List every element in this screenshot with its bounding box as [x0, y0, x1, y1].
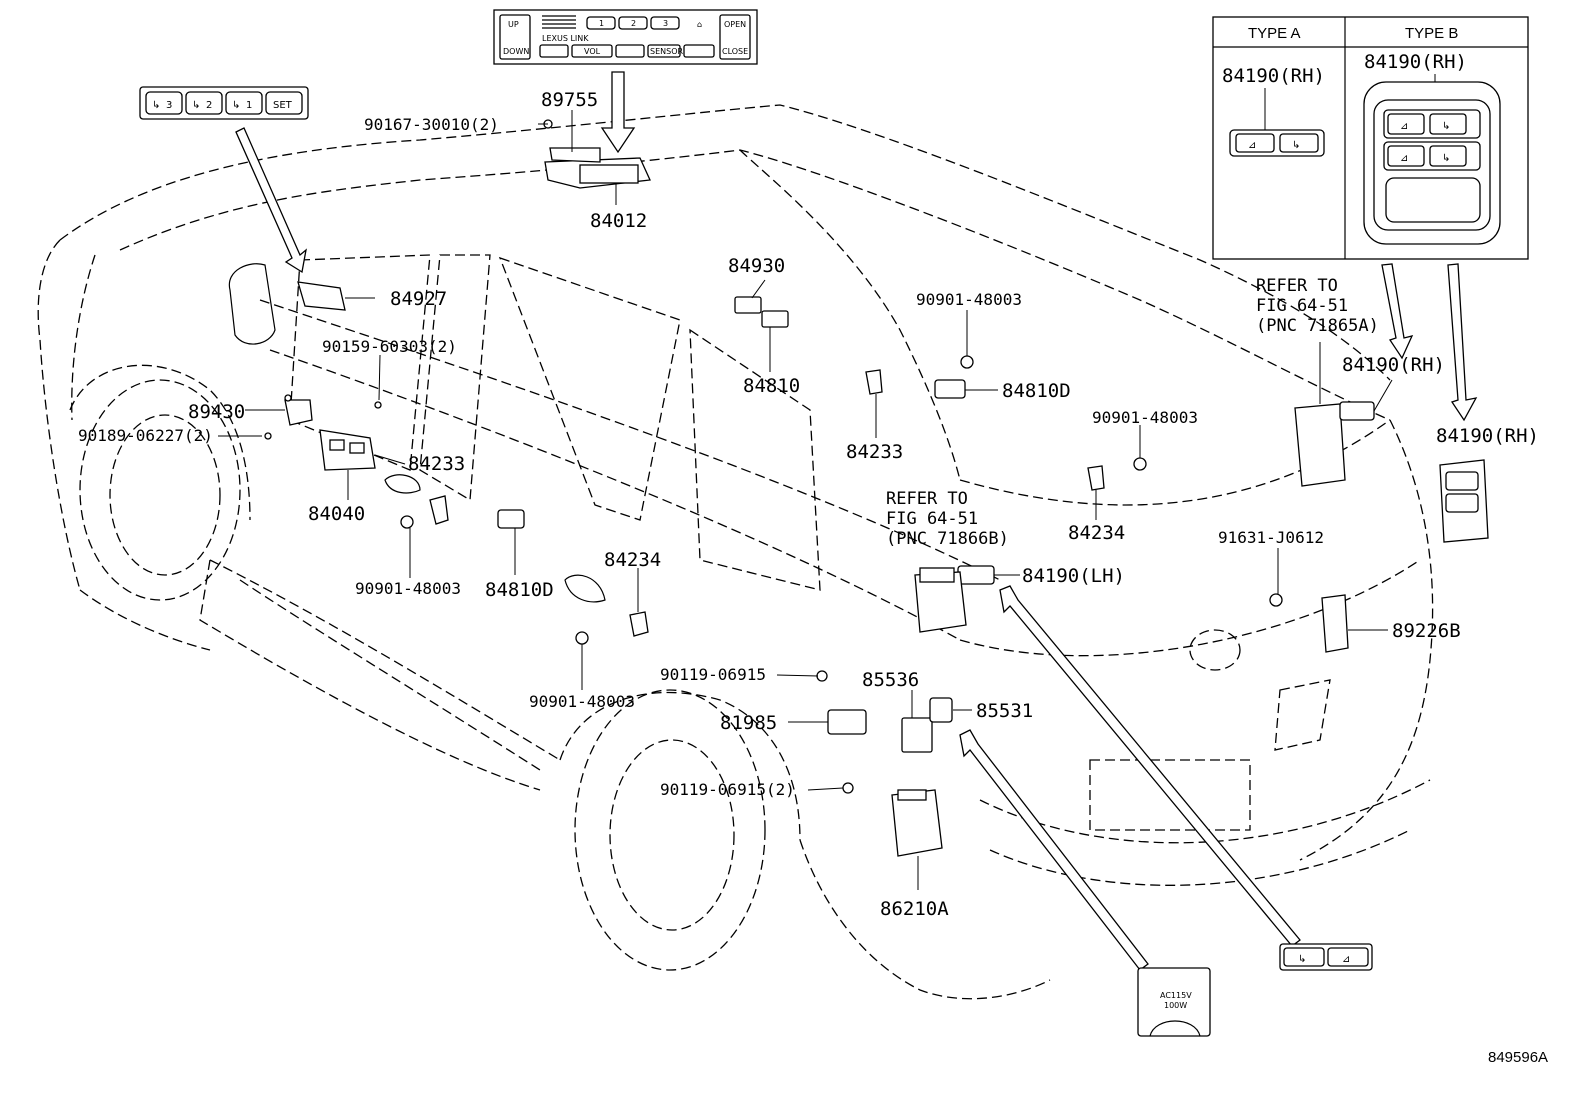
seat-icon: ↳ — [232, 100, 240, 111]
refer-note-a-line2: FIG 64-51 — [1256, 296, 1348, 316]
close-label: CLOSE — [722, 47, 748, 56]
label-90901-48003-a: 90901-48003 — [355, 579, 461, 598]
label-84930: 84930 — [728, 255, 785, 277]
type-a-part: 84190(RH) — [1222, 65, 1325, 87]
memory-seat-switch-panel: 3 2 1 SET ↳ ↳ ↳ — [139, 86, 309, 274]
part-84927-shape — [297, 281, 346, 311]
label-84233-right: 84233 — [846, 441, 903, 463]
label-84927: 84927 — [390, 288, 447, 310]
label-84190-RH-b: 84190(RH) — [1436, 425, 1539, 447]
label-90189-06227: 90189-06227(2) — [78, 426, 213, 445]
seat-heater-icon: ⊿ — [1342, 954, 1350, 965]
seat-heater-icon: ⊿ — [1400, 121, 1408, 132]
power-outlet-panel: AC115V 100W — [1137, 967, 1211, 1037]
label-84190-LH: 84190(LH) — [1022, 565, 1125, 587]
memory-button-set: SET — [273, 100, 293, 111]
vol-label: VOL — [584, 47, 601, 56]
pointer-arrows — [959, 263, 1478, 971]
label-81985: 81985 — [720, 712, 777, 734]
label-86210A: 86210A — [880, 898, 949, 920]
label-84233-left: 84233 — [408, 453, 465, 475]
label-89226B: 89226B — [1392, 620, 1461, 642]
refer-notes: REFER TO FIG 64-51 (PNC 71866B) REFER TO… — [886, 276, 1379, 549]
pointer-arrow — [600, 71, 636, 154]
type-b-heading: TYPE B — [1405, 25, 1458, 42]
label-84810D-left: 84810D — [485, 579, 554, 601]
part-labels: 89755 90167-30010(2) 84012 84927 84930 8… — [78, 89, 1539, 920]
label-84234-right: 84234 — [1068, 522, 1125, 544]
refer-note-a-line3: (PNC 71865A) — [1256, 316, 1379, 336]
label-90159-60303: 90159-60303(2) — [322, 337, 457, 356]
label-90167-30010: 90167-30010(2) — [364, 115, 499, 134]
brand-label: LEXUS LINK — [542, 34, 589, 43]
label-84234-left: 84234 — [604, 549, 661, 571]
open-label: OPEN — [724, 20, 746, 29]
preset-3: 3 — [663, 19, 668, 28]
label-85536: 85536 — [862, 669, 919, 691]
label-90119-06915: 90119-06915 — [660, 665, 766, 684]
seat-heater-icon: ⊿ — [1248, 140, 1256, 151]
label-90119-06915-2: 90119-06915(2) — [660, 780, 795, 799]
memory-button-1: 1 — [246, 100, 252, 111]
type-b-part: 84190(RH) — [1364, 51, 1467, 73]
seat-heater-icon: ⊿ — [1400, 153, 1408, 164]
label-84040: 84040 — [308, 503, 365, 525]
seat-icon: ↳ — [192, 100, 200, 111]
type-a-heading: TYPE A — [1248, 25, 1301, 42]
outlet-voltage: AC115V — [1160, 991, 1192, 1000]
refer-note-b-line1: REFER TO — [886, 489, 968, 509]
label-84012: 84012 — [590, 210, 647, 232]
down-label: DOWN — [503, 47, 529, 56]
label-91631-J0612: 91631-J0612 — [1218, 528, 1324, 547]
overhead-console-panel: UP DOWN OPEN CLOSE 1 2 3 LEXUS LINK VOL … — [493, 9, 758, 154]
label-90901-48003-d: 90901-48003 — [1092, 408, 1198, 427]
refer-note-b-line2: FIG 64-51 — [886, 509, 978, 529]
sensor-label: SENSOR — [650, 47, 683, 56]
preset-1: 1 — [599, 19, 604, 28]
label-90901-48003-b: 90901-48003 — [529, 692, 635, 711]
seat-icon: ↳ — [152, 100, 160, 111]
label-84190-RH-a: 84190(RH) — [1342, 354, 1445, 376]
preset-2: 2 — [631, 19, 636, 28]
label-84810: 84810 — [743, 375, 800, 397]
seat-icon: ↳ — [1442, 121, 1450, 132]
refer-note-a-line1: REFER TO — [1256, 276, 1338, 296]
label-89755: 89755 — [541, 89, 598, 111]
bottom-seat-switch-panel: ↳ ⊿ — [1279, 943, 1373, 971]
parts — [264, 119, 1489, 857]
home-icon: ⌂ — [697, 20, 702, 29]
drawing-id: 849596A — [1488, 1049, 1548, 1066]
seat-icon: ↳ — [1298, 954, 1306, 965]
memory-button-2: 2 — [206, 100, 212, 111]
seat-icon: ↳ — [1292, 140, 1300, 151]
part-84040-shape — [319, 429, 376, 471]
label-90901-48003-c: 90901-48003 — [916, 290, 1022, 309]
refer-note-b-line3: (PNC 71866B) — [886, 529, 1009, 549]
type-variant-box: TYPE A TYPE B 84190(RH) 84190(RH) ⊿ ↳ ⊿ … — [1212, 16, 1529, 260]
memory-button-3: 3 — [166, 100, 172, 111]
label-84810D-right: 84810D — [1002, 380, 1071, 402]
up-label: UP — [508, 20, 519, 29]
leader-lines — [218, 110, 1393, 890]
label-85531: 85531 — [976, 700, 1033, 722]
seat-icon: ↳ — [1442, 153, 1450, 164]
pointer-arrow — [235, 127, 307, 274]
label-89430: 89430 — [188, 401, 245, 423]
outlet-wattage: 100W — [1164, 1001, 1187, 1010]
